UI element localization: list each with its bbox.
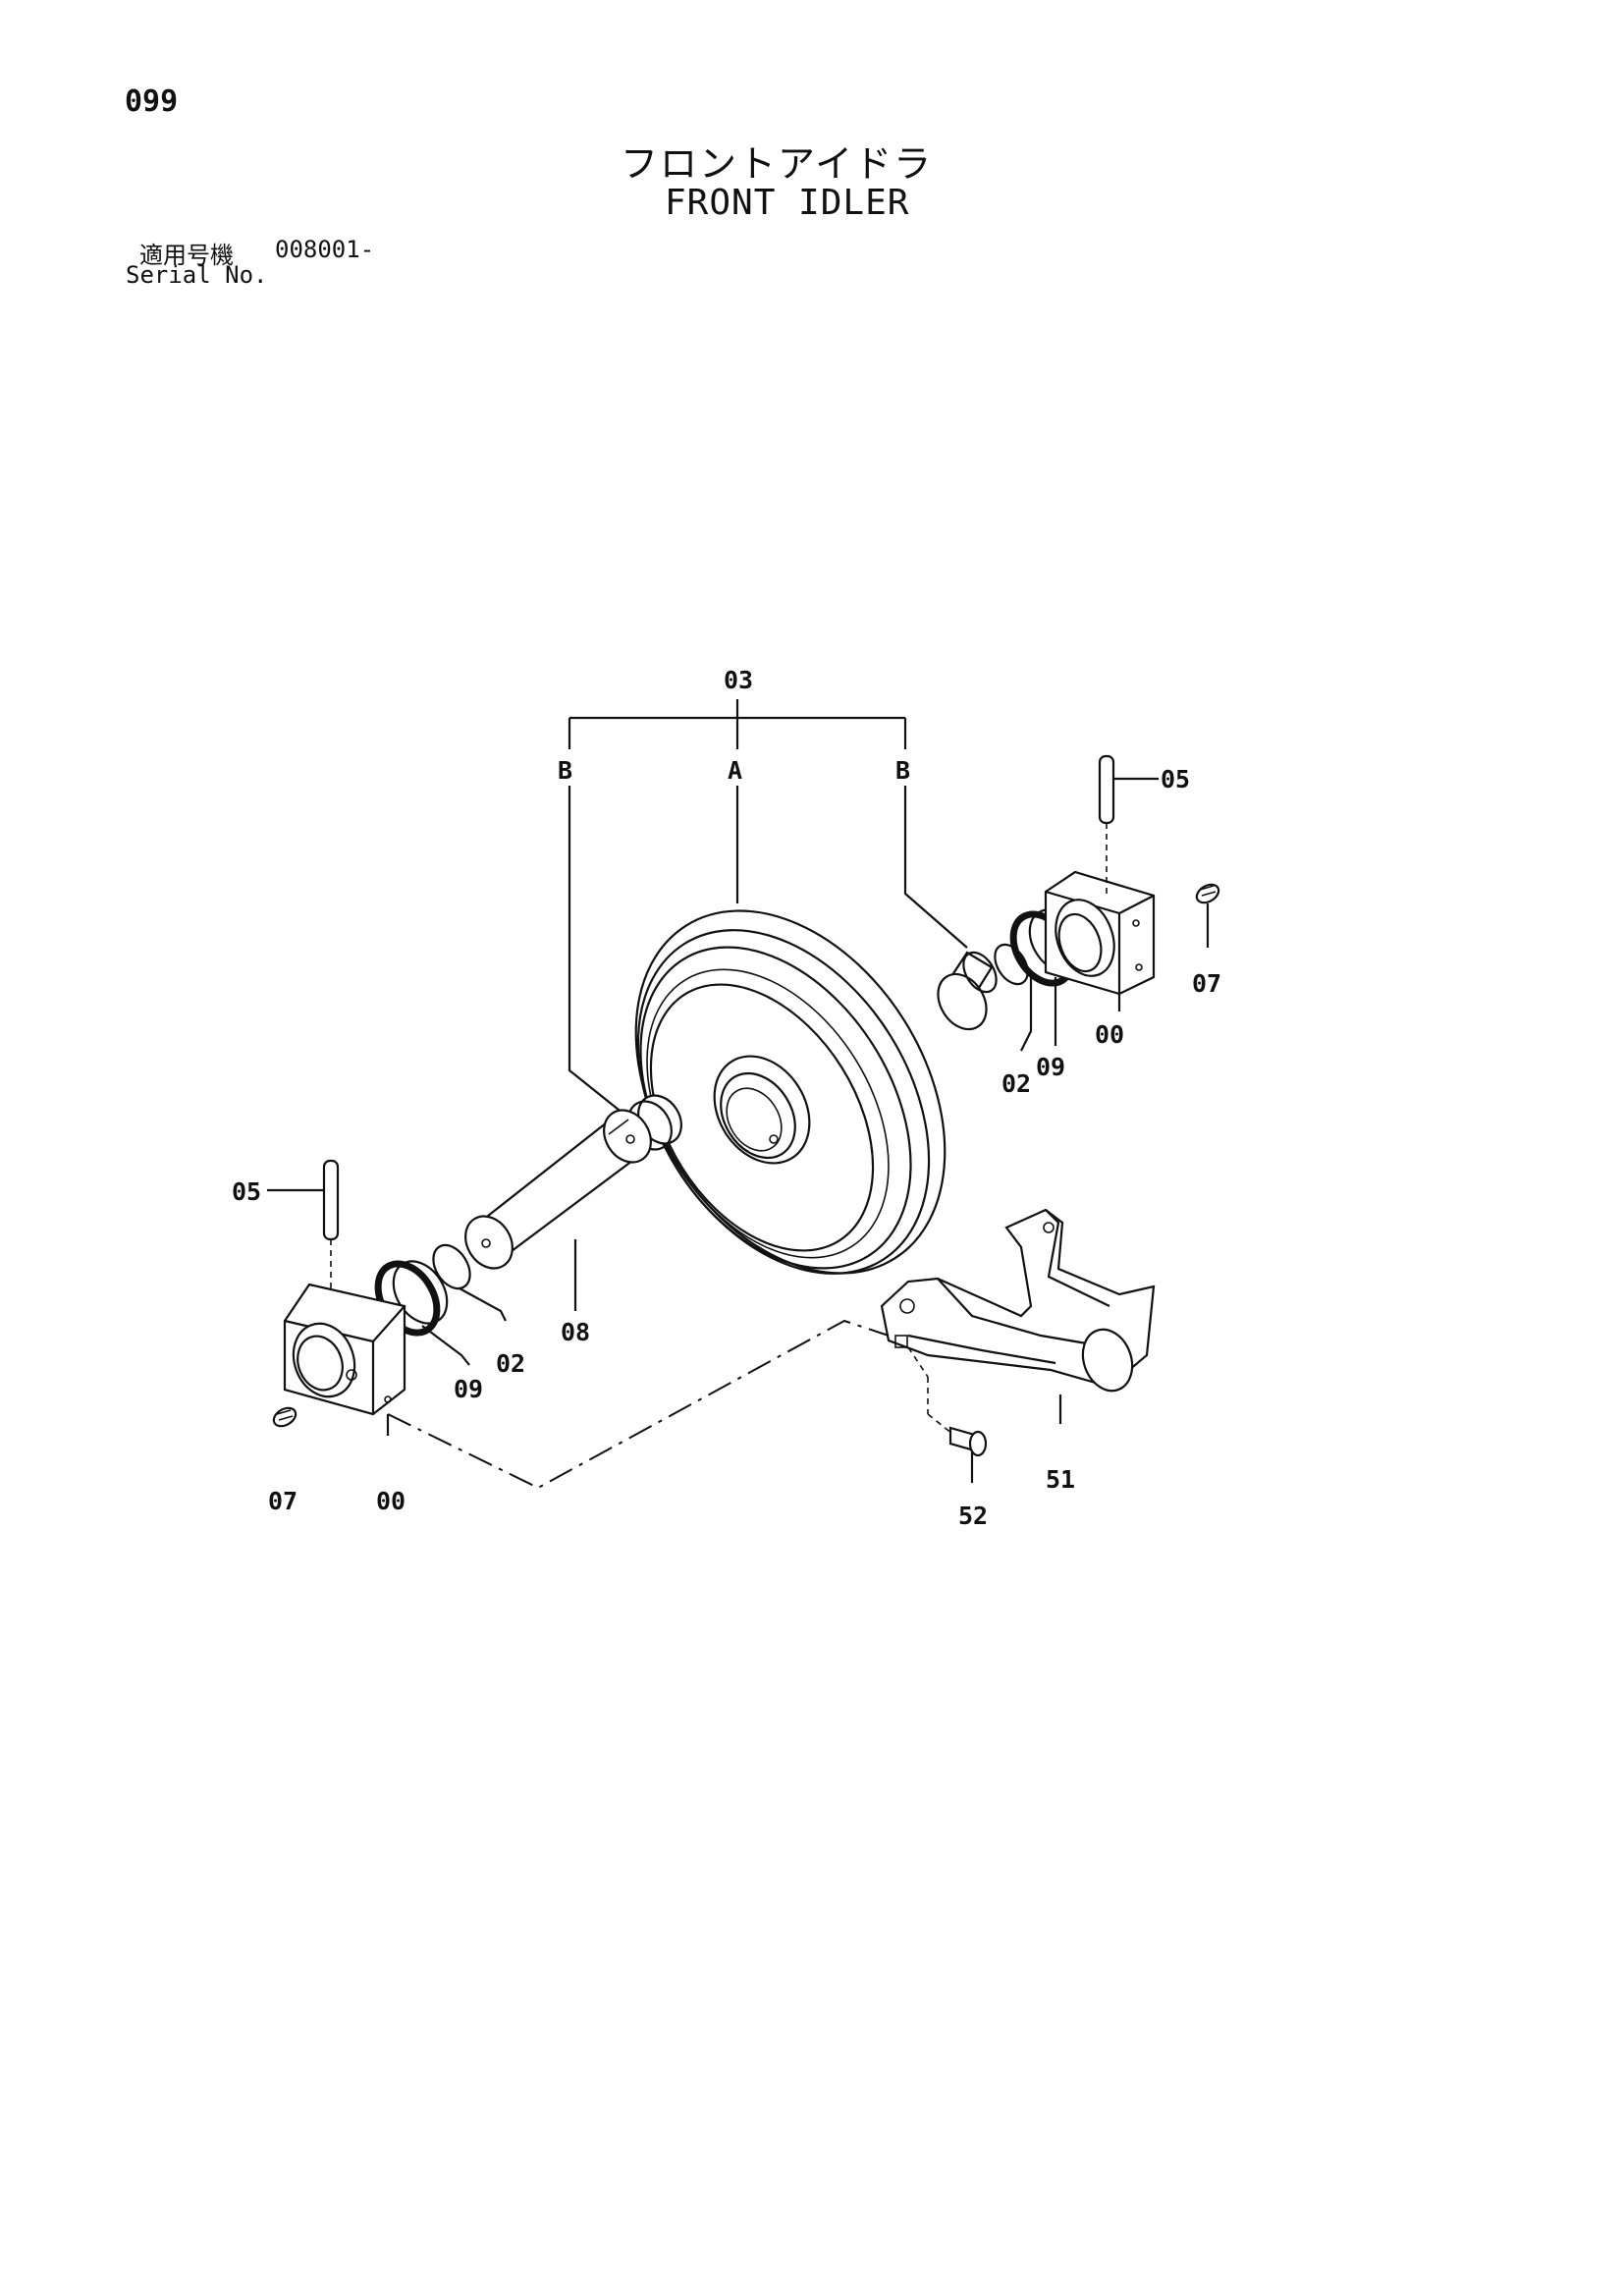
callout-07-right: 07 xyxy=(1192,969,1221,998)
callout-00-right: 00 xyxy=(1095,1020,1124,1049)
callout-52: 52 xyxy=(958,1502,988,1530)
right-plug xyxy=(1195,883,1220,948)
right-pin xyxy=(1098,754,1159,899)
idler-yoke xyxy=(880,1208,1156,1424)
callout-08: 08 xyxy=(561,1318,590,1346)
right-bearing-block xyxy=(1044,870,1156,996)
callout-b-right: B xyxy=(895,756,910,785)
callout-03: 03 xyxy=(724,666,753,694)
callout-b-left: B xyxy=(558,756,572,785)
title-english: FRONT IDLER xyxy=(665,183,910,223)
callout-a: A xyxy=(728,756,742,785)
serial-label-english: Serial No. xyxy=(126,261,268,289)
callout-09-right: 09 xyxy=(1036,1053,1065,1081)
callout-00-left: 00 xyxy=(376,1487,406,1515)
serial-label-japanese: 適用号機 xyxy=(139,242,234,269)
callout-07-left: 07 xyxy=(268,1487,298,1515)
left-pin xyxy=(267,1159,340,1311)
callout-02-left: 02 xyxy=(496,1349,525,1378)
serial-number-value: 008001- xyxy=(275,236,375,263)
callout-05-left: 05 xyxy=(232,1177,261,1206)
shaft xyxy=(464,1109,652,1270)
page-number: 099 xyxy=(125,84,179,119)
title-japanese: フロントアイドラ xyxy=(621,142,934,186)
assembly-relation-line xyxy=(387,1319,890,1490)
callout-05-right: 05 xyxy=(1161,765,1190,793)
callout-09-left: 09 xyxy=(454,1375,483,1403)
left-o-ring xyxy=(432,1243,471,1290)
left-bearing-block xyxy=(283,1283,406,1416)
right-collar xyxy=(937,951,998,1031)
left-plug xyxy=(272,1406,298,1428)
leader-lines xyxy=(386,972,1121,1436)
callout-02-right: 02 xyxy=(1001,1069,1031,1098)
callout-51: 51 xyxy=(1046,1465,1075,1494)
idler-wheel xyxy=(634,909,947,1275)
bolt xyxy=(907,1346,988,1483)
